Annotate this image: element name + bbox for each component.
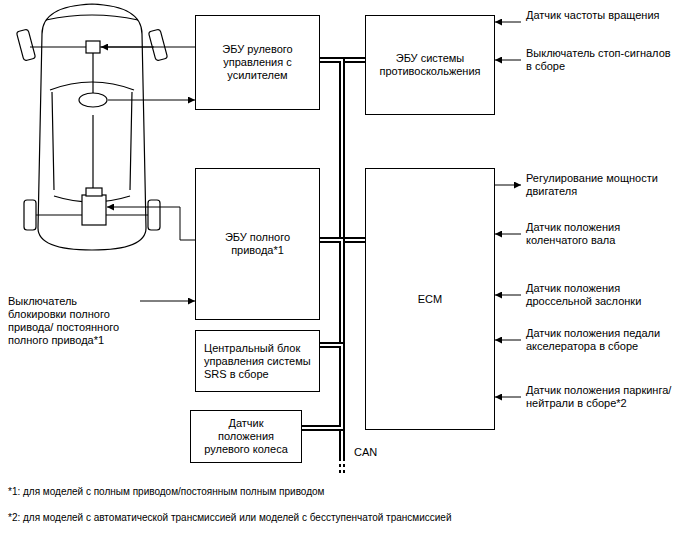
box-text: Центральный блок управления системы SRS … [204, 342, 311, 381]
bus-label: CAN [352, 446, 396, 459]
output-label: Регулирование мощности двигателя [526, 172, 676, 198]
ecu-box: ЭБУ системы противоскольжения [365, 15, 495, 115]
ecu-box: Центральный блок управления системы SRS … [195, 330, 320, 392]
sensor-label: Датчик частоты вращения [526, 9, 676, 22]
can-bus-continuation [342, 430, 343, 476]
can-bus-line [320, 60, 342, 240]
sensor-label: Датчик положения педали акселератора в с… [526, 327, 676, 353]
ecu-box: ECM [365, 168, 495, 430]
box-text: ЭБУ рулевого управления с усилителем [204, 43, 311, 82]
box-text: Датчик положения рулевого колеса [199, 417, 293, 456]
sensor-label: Датчик положения коленчатого вала [526, 221, 676, 247]
switch-label: Выключатель блокировки полного привода/ … [8, 295, 136, 347]
box-text: ЭБУ полного привода*1 [204, 231, 311, 257]
box-text: ЭБУ системы противоскольжения [374, 52, 486, 78]
ecu-box: ЭБУ рулевого управления с усилителем [195, 15, 320, 110]
footnote: *2: для моделей с автоматической трансми… [8, 512, 678, 524]
switch-label: Выключатель стоп-сигналов в сборе [526, 47, 676, 73]
can-bus-line [320, 240, 342, 345]
sensor-label: Датчик положения дроссельной заслонки [526, 282, 676, 308]
sensor-label: Датчик положения паркинга/ нейтрали в сб… [526, 384, 676, 410]
car-illustration [16, 4, 167, 250]
box-text: ECM [374, 293, 486, 306]
ecu-box: Датчик положения рулевого колеса [190, 410, 302, 463]
ecu-box: ЭБУ полного привода*1 [195, 168, 320, 320]
footnote: *1: для моделей с полным приводом/постоя… [8, 486, 678, 498]
